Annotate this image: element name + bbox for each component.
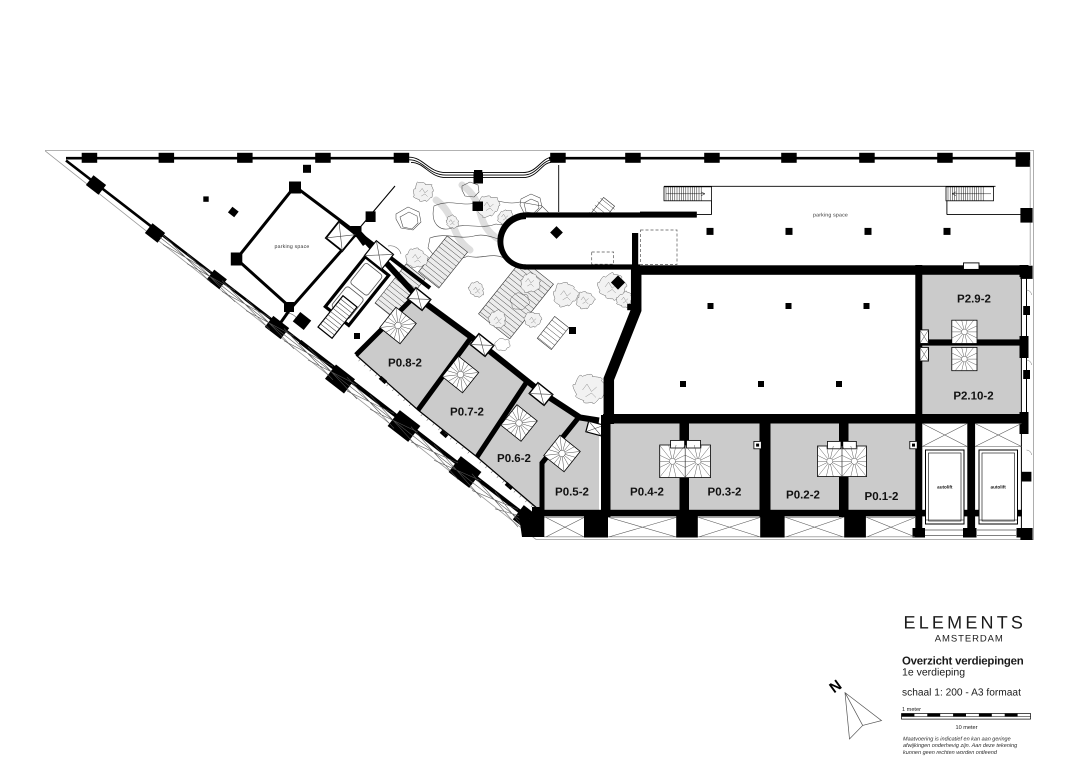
- svg-text:10 meter: 10 meter: [955, 725, 977, 731]
- svg-text:1 meter: 1 meter: [902, 707, 921, 713]
- svg-text:P0.1-2: P0.1-2: [865, 491, 899, 503]
- svg-text:P0.8-2: P0.8-2: [388, 358, 422, 370]
- svg-text:P0.4-2: P0.4-2: [630, 487, 664, 499]
- svg-text:parking space: parking space: [813, 213, 848, 219]
- svg-text:autolift: autolift: [991, 485, 1007, 490]
- svg-text:parking space: parking space: [275, 244, 310, 250]
- svg-text:ELEMENTS: ELEMENTS: [904, 612, 1027, 632]
- svg-text:afwijkingen onderhevig zijn. A: afwijkingen onderhevig zijn. Aan deze te…: [903, 743, 1018, 749]
- svg-text:P0.3-2: P0.3-2: [708, 487, 742, 499]
- svg-text:P0.7-2: P0.7-2: [450, 407, 484, 419]
- svg-text:1e verdieping: 1e verdieping: [902, 667, 965, 679]
- svg-text:schaal 1: 200 - A3 formaat: schaal 1: 200 - A3 formaat: [902, 688, 1021, 699]
- svg-text:P2.9-2: P2.9-2: [957, 294, 991, 306]
- svg-text:Maatvoering is indicatief en k: Maatvoering is indicatief en kan aan ger…: [903, 737, 1011, 743]
- svg-text:autolift: autolift: [937, 485, 953, 490]
- svg-text:P0.5-2: P0.5-2: [555, 487, 589, 499]
- svg-text:kunnen geen rechten worden ont: kunnen geen rechten worden ontleend: [903, 750, 998, 756]
- svg-text:P0.6-2: P0.6-2: [497, 453, 531, 465]
- svg-text:AMSTERDAM: AMSTERDAM: [935, 633, 1004, 644]
- svg-text:P0.2-2: P0.2-2: [786, 490, 820, 502]
- svg-text:Overzicht verdiepingen: Overzicht verdiepingen: [902, 656, 1024, 668]
- svg-text:P2.10-2: P2.10-2: [953, 391, 993, 403]
